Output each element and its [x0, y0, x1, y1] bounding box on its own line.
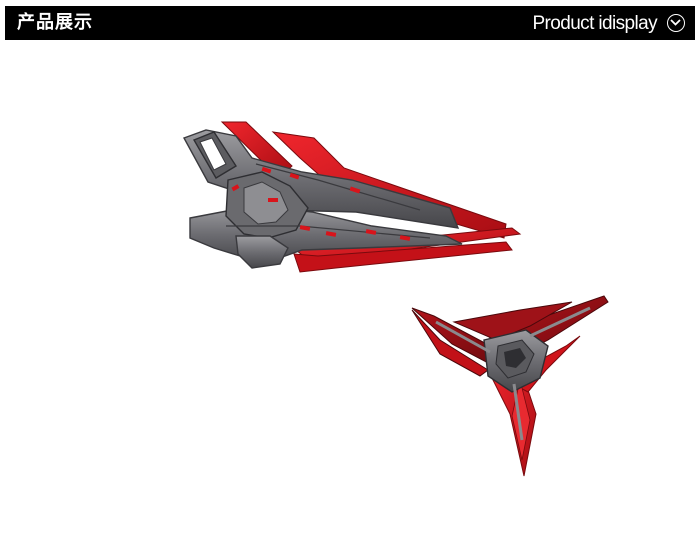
- product-photo: [0, 40, 700, 532]
- winged-blade-ornament: [182, 121, 522, 273]
- section-title: 产品展示: [17, 12, 93, 33]
- tri-blade-shuriken-ornament: [411, 295, 609, 477]
- section-header: 产品展示 Product idisplay: [5, 6, 695, 40]
- section-subtitle: Product idisplay: [532, 13, 657, 34]
- chevron-down-icon[interactable]: [667, 14, 685, 32]
